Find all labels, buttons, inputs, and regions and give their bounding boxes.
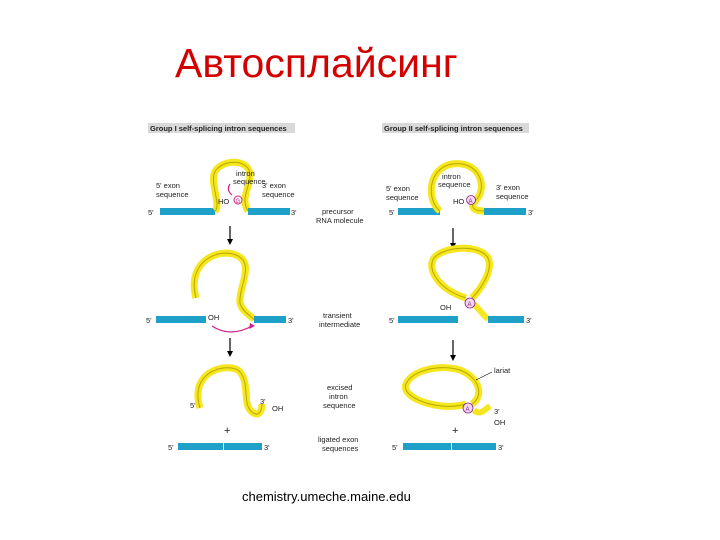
right-3prime-3: 3' [494,407,500,416]
right-header: Group II self-splicing intron sequences [384,124,523,133]
middle-step3-b: intron [329,392,348,401]
right-exon3-label: 3' exon [496,183,520,192]
left-oh-3: OH [272,404,283,413]
left-exon5-label-b: sequence [156,190,189,199]
right-a-1: A [469,199,473,205]
left-3prime-2: 3' [288,316,294,325]
left-arrow-1 [227,183,233,196]
right-3prime-2: 3' [526,316,532,325]
middle-step3-c: sequence [323,401,356,410]
left-intron-label-1b: sequence [233,177,266,186]
left-down-arrow-1-head [227,239,233,245]
left-g-1: G [236,199,241,205]
middle-step2-a: transient [323,311,353,320]
right-ligated-exon3 [452,443,496,450]
left-5prime-3: 5' [190,401,196,410]
left-5prime-2: 5' [146,316,152,325]
left-exon5-label: 5' exon [156,181,180,190]
middle-step2-b: intermediate [319,320,360,329]
left-g-circle [233,195,243,205]
right-exon3-2 [488,316,524,323]
middle-step4-b: sequences [322,444,359,453]
left-intron-label-1: intron [236,169,255,178]
left-exon3-1 [248,208,290,215]
right-intron-2 [428,244,493,302]
left-exon3-label-b: sequence [262,190,295,199]
right-down-arrow-2-head [450,355,456,361]
right-lariat-label: lariat [494,366,511,375]
right-exon5-2 [398,316,458,323]
middle-step3-a: excised [327,383,352,392]
right-3prime-4: 3' [498,443,504,452]
source-credit: chemistry.umeche.maine.edu [242,489,411,504]
right-intron-label-1b: sequence [438,180,471,189]
right-lariat-pointer [475,371,493,381]
left-arrow-2 [211,325,253,333]
right-a-circle-2 [464,297,476,309]
right-oh-2: OH [440,303,451,312]
right-exon5-1 [398,208,440,215]
right-5prime-2: 5' [389,316,395,325]
left-3prime-3: 3' [260,397,266,406]
left-oh-2: OH [208,313,219,322]
left-exon5-2 [156,316,206,323]
left-intron-1-outline [212,161,251,212]
left-intron-3-outline [197,367,263,415]
right-ho-1: HO [453,197,464,206]
left-exon3-label: 3' exon [262,181,286,190]
left-3prime-4: 3' [264,443,270,452]
left-ho-1: HO [218,197,229,206]
right-intron-2-outline [431,247,490,299]
right-intron-2-tail [471,301,490,322]
right-a-3: A [466,407,470,413]
right-intron-1-outline [430,163,485,212]
right-lariat-tail [471,403,492,416]
left-ligated-exon3 [224,443,262,450]
left-5prime-4: 5' [168,443,174,452]
slide-title: Автосплайсинг [175,40,458,86]
left-ligated-exon5 [178,443,223,450]
right-exon5-label: 5' exon [386,184,410,193]
left-exon5-1 [160,208,215,215]
left-3prime-1: 3' [291,208,297,217]
left-exon3-2 [254,316,286,323]
left-5prime-1: 5' [148,208,154,217]
right-a-circle-1 [466,195,476,205]
left-header: Group I self-splicing intron sequences [150,124,287,133]
middle-step1-a: precursor [322,207,354,216]
right-a-circle-3 [462,402,474,414]
right-exon3-1 [484,208,526,215]
right-plus: + [452,425,458,437]
left-plus: + [224,425,230,437]
right-5prime-1: 5' [389,208,395,217]
left-header-box [148,123,295,133]
right-header-box [382,123,529,133]
right-5prime-4: 5' [392,443,398,452]
right-ligated-exon5 [403,443,451,450]
right-a-2: A [468,302,472,308]
middle-step4-a: ligated exon [318,435,358,444]
right-3prime-1: 3' [528,208,534,217]
left-arrow-2-head [249,323,255,329]
right-exon3-label-b: sequence [496,192,529,201]
left-intron-2-outline [193,252,255,321]
right-exon5-label-b: sequence [386,193,419,202]
left-down-arrow-2-head [227,351,233,357]
right-intron-label-1: intron [442,172,461,181]
middle-step1-b: RNA molecule [316,216,364,225]
right-lariat-outline [405,367,480,407]
right-oh-3: OH [494,418,505,427]
